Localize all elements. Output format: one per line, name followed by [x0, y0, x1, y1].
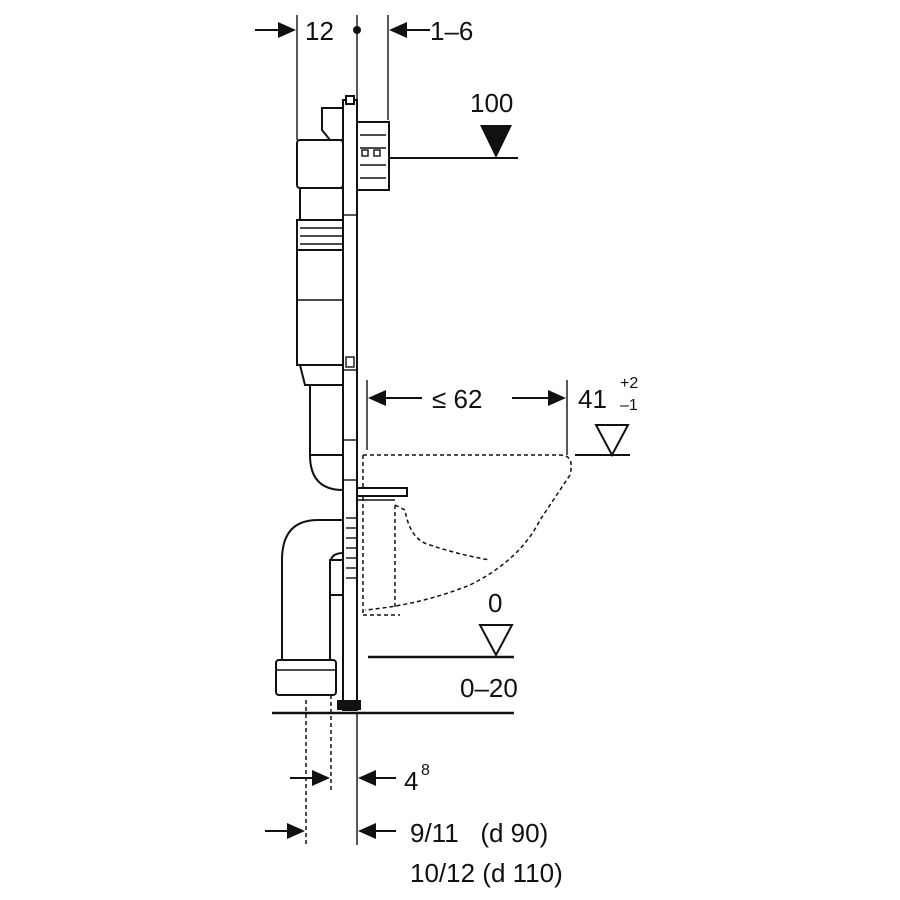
floor-range-label: 0–20 — [460, 673, 518, 703]
dimension-top-12: 12 — [255, 15, 361, 140]
seat-height-minus-tolerance: –1 — [620, 397, 638, 414]
level-100-label: 100 — [470, 88, 513, 118]
flush-plate-box — [356, 121, 390, 191]
level-triangle-outline-icon — [594, 424, 630, 458]
seat-height-marker: 41 +2 –1 — [575, 375, 638, 458]
level-triangle-outline-icon — [478, 624, 514, 658]
seat-height-plus-tolerance: +2 — [620, 375, 638, 392]
dimension-12-label: 12 — [305, 16, 334, 46]
dimension-1-6-label: 1–6 — [430, 16, 473, 46]
dimension-bottom-4: 4 8 — [290, 762, 430, 796]
level-0-marker: 0 0–20 — [368, 588, 518, 703]
flush-pipe — [308, 384, 344, 492]
waste-pipe — [275, 517, 356, 696]
wc-bowl-outline — [356, 454, 572, 616]
seat-distance-label: ≤ 62 — [432, 384, 482, 414]
dimension-bottom-9-11: 9/11 (d 90) 10/12 (d 110) — [265, 818, 563, 888]
seat-height-label: 41 — [578, 384, 607, 414]
dimension-4-label: 4 — [404, 766, 418, 796]
dimension-9-11-label: 9/11 (d 90) — [410, 818, 548, 848]
dimension-10-12-label: 10/12 (d 110) — [410, 858, 563, 888]
cistern — [296, 107, 344, 386]
dimension-seat-distance: ≤ 62 — [366, 380, 568, 455]
level-triangle-filled-icon — [480, 125, 512, 158]
bottom-extension-lines — [305, 695, 358, 845]
level-0-label: 0 — [488, 588, 502, 618]
dimension-4-superscript: 8 — [421, 762, 430, 779]
level-100-marker: 100 — [390, 88, 518, 159]
dimension-top-1-6: 1–6 — [387, 15, 473, 120]
